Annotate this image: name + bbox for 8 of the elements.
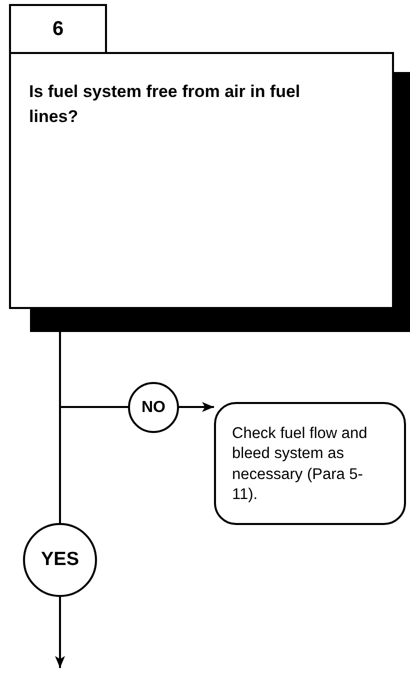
question-box: Is fuel system free from air in fuel lines? (9, 52, 394, 309)
number-tab: 6 (9, 4, 107, 54)
arrow (55, 597, 65, 668)
arrow (179, 402, 214, 412)
no-circle: NO (128, 382, 179, 433)
yes-circle: YES (23, 523, 97, 597)
connector-line (59, 332, 61, 523)
action-box: Check fuel flow and bleed system as necessary (Para 5-11). (214, 402, 406, 525)
